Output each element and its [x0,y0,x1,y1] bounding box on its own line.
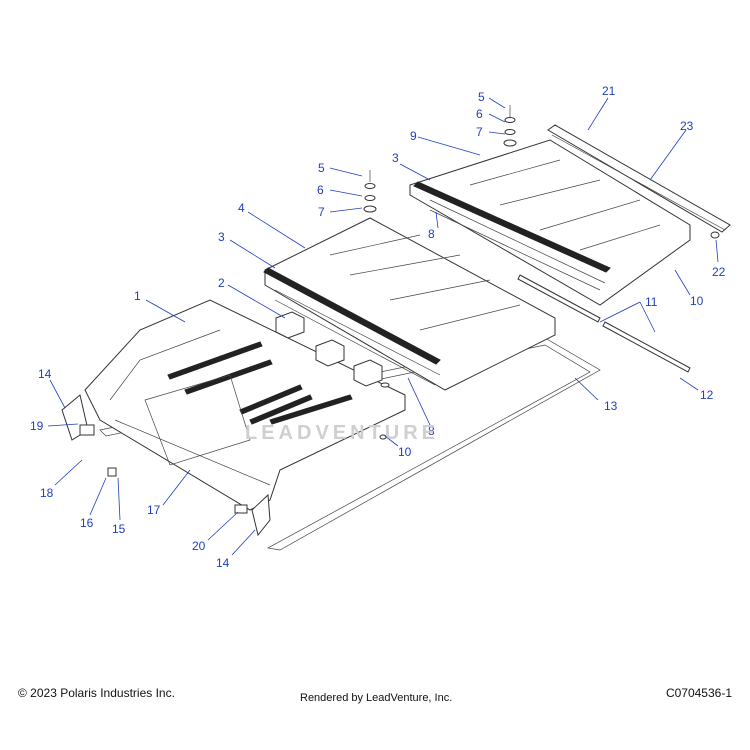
callout-7: 7 [476,125,483,139]
callout-9: 9 [410,129,417,143]
rear-roof-panel [409,139,691,306]
callout-15: 15 [112,522,126,536]
callout-2: 2 [218,276,225,290]
foam-blocks [275,311,383,387]
callout-6: 6 [476,107,483,121]
callout-4: 4 [238,201,245,215]
callout-18: 18 [40,486,54,500]
callout-12: 12 [700,388,714,402]
callout-13: 13 [604,399,618,413]
leader-lines [47,97,719,556]
callout-3: 3 [392,151,399,165]
callout-23: 23 [680,119,694,133]
callout-16: 16 [80,516,94,530]
callout-7: 7 [318,205,325,219]
callout-19: 19 [30,419,44,433]
callout-3: 3 [218,230,225,244]
catalog-number: C0704536-1 [665,686,732,700]
front-side-bracket-right [251,493,271,537]
callout-17: 17 [147,503,161,517]
callout-11: 11 [645,295,658,309]
callout-6: 6 [317,183,324,197]
watermark: LEADVENTURE [245,422,440,444]
fastener-stack-rear [503,105,517,147]
callout-20: 20 [192,539,206,553]
callout-8: 8 [428,227,435,241]
callout-14: 14 [38,367,52,381]
light-bar [547,124,731,233]
callout-5: 5 [318,161,325,175]
callout-labels: 1 2 3 3 4 5 5 6 6 7 7 8 8 9 10 10 11 12 … [30,84,726,570]
fastener-small-parts [79,231,720,514]
callout-8: 8 [428,424,435,438]
callout-14: 14 [216,556,230,570]
callout-5: 5 [478,90,485,104]
middle-roof-panel [263,217,556,391]
trim-strip-upper [517,274,601,323]
copyright-text: © 2023 Polaris Industries Inc. [18,686,175,700]
callout-10: 10 [690,294,704,308]
rendered-by-text: Rendered by LeadVenture, Inc. [300,692,453,704]
fastener-stack-middle [363,170,377,213]
callout-21: 21 [602,84,616,98]
trim-strip-lower [602,321,691,373]
front-roof-panel [84,299,406,511]
callout-10: 10 [398,445,412,459]
callout-1: 1 [134,289,141,303]
callout-22: 22 [712,265,726,279]
